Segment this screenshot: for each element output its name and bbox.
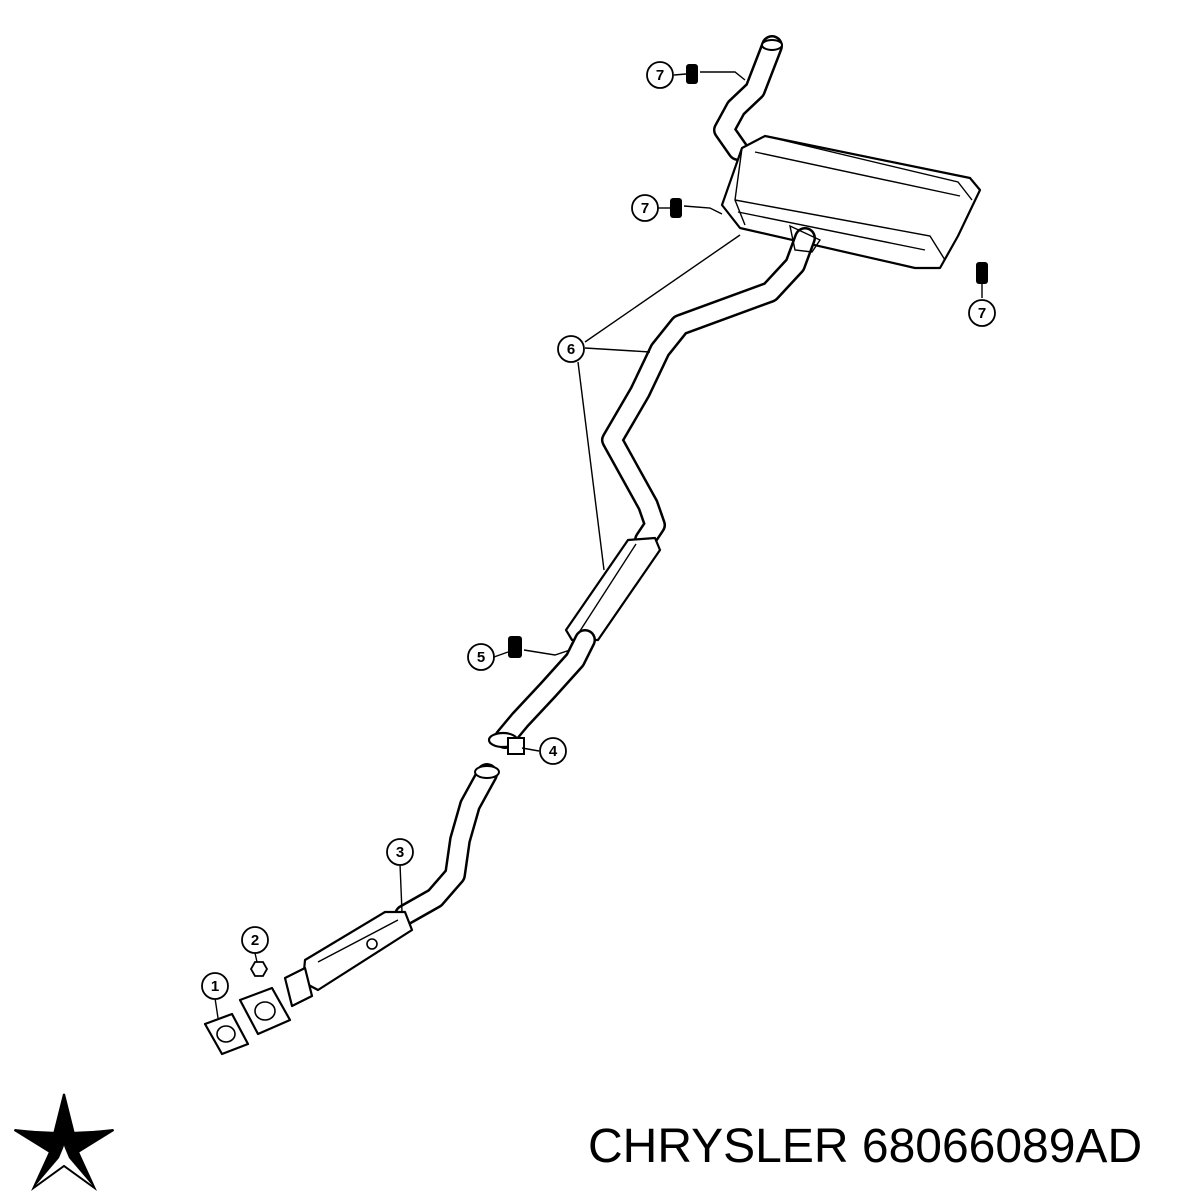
front-pipe xyxy=(394,763,500,926)
svg-text:2: 2 xyxy=(251,932,259,949)
callout-2: 2 xyxy=(241,926,269,954)
svg-text:4: 4 xyxy=(549,743,558,760)
svg-text:7: 7 xyxy=(978,305,986,322)
callout-3: 3 xyxy=(386,838,414,866)
callout-7-top: 7 xyxy=(646,61,674,89)
svg-text:6: 6 xyxy=(567,341,575,358)
callout-7-right: 7 xyxy=(968,299,996,327)
svg-text:3: 3 xyxy=(396,844,404,861)
svg-text:5: 5 xyxy=(477,649,485,666)
flange-nut xyxy=(249,961,269,977)
gasket xyxy=(203,1012,250,1056)
part-number-caption: CHRYSLER 68066089AD xyxy=(588,1120,1143,1173)
callout-7-middle: 7 xyxy=(631,194,659,222)
catalytic-converter xyxy=(283,910,414,1008)
tailpipe-outlet xyxy=(713,35,783,161)
pentastar-icon xyxy=(13,1093,115,1192)
pipe-clamp xyxy=(507,737,525,755)
svg-text:7: 7 xyxy=(641,200,649,217)
svg-text:7: 7 xyxy=(656,67,664,84)
svg-text:1: 1 xyxy=(211,978,219,995)
resonator xyxy=(487,536,662,749)
callout-1: 1 xyxy=(201,972,229,1000)
leader-lines xyxy=(214,73,983,1019)
manifold-flange xyxy=(238,986,292,1036)
callout-6: 6 xyxy=(557,335,585,363)
intermediate-pipe xyxy=(601,224,822,551)
rear-muffler xyxy=(720,134,982,270)
rubber-hangers xyxy=(508,64,988,658)
callout-4: 4 xyxy=(539,737,567,765)
callout-5: 5 xyxy=(467,643,495,671)
